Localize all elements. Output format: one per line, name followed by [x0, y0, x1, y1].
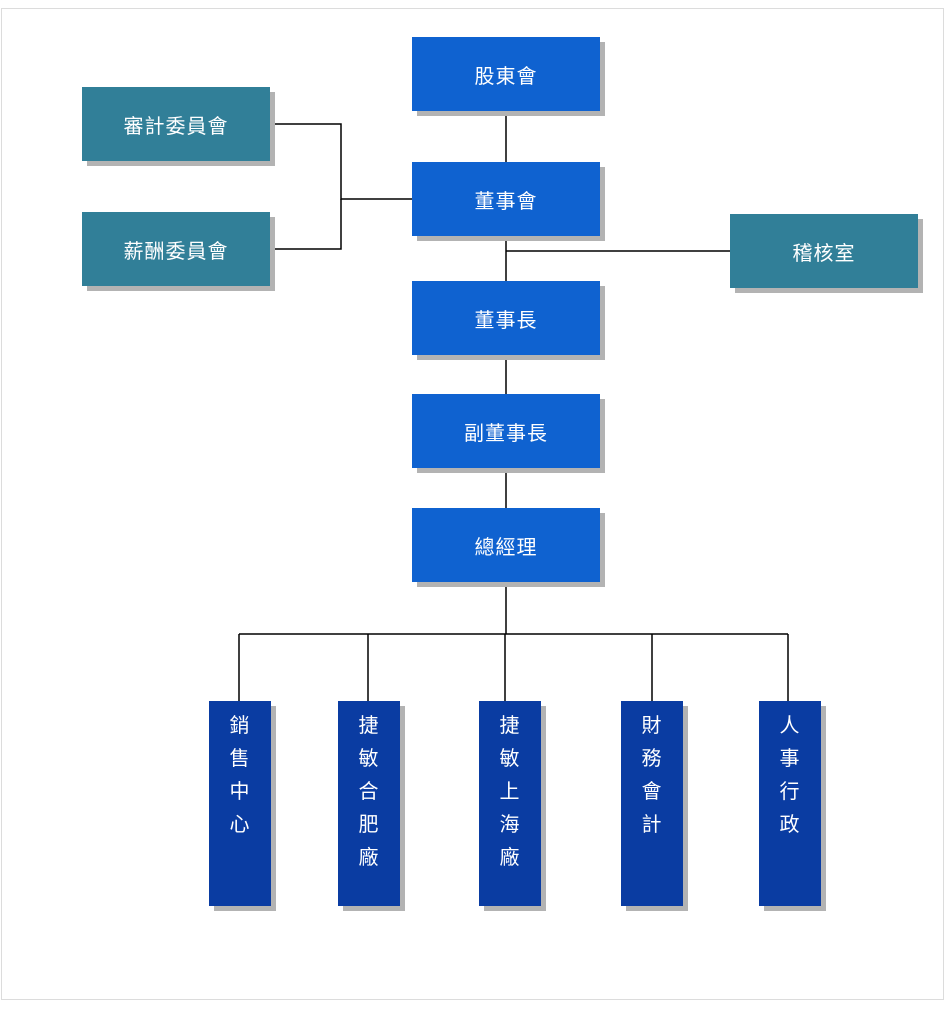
compensation-committee-label: 薪酬委員會	[123, 238, 229, 263]
department-char: 售	[229, 746, 251, 770]
general-manager-box: 總經理	[412, 508, 600, 582]
connector-compensation	[270, 199, 342, 250]
department-sales-center: 銷 售 中 心	[209, 701, 271, 906]
department-char: 敏	[358, 746, 380, 770]
department-char: 財	[641, 713, 663, 737]
department-char: 行	[779, 779, 801, 803]
department-char: 中	[229, 779, 251, 803]
department-char: 捷	[499, 713, 521, 737]
department-char: 肥	[358, 812, 380, 836]
department-char: 海	[499, 812, 521, 836]
department-char: 心	[229, 812, 251, 836]
internal-audit-label: 稽核室	[792, 240, 856, 265]
department-char: 廠	[358, 845, 380, 869]
audit-committee-label: 審計委員會	[123, 113, 229, 138]
department-char: 會	[641, 779, 663, 803]
vice-chairman-label: 副董事長	[464, 420, 548, 445]
audit-committee-box: 審計委員會	[82, 87, 270, 161]
department-char: 計	[641, 812, 663, 836]
chart-frame	[1, 8, 944, 1000]
department-hr-administration: 人 事 行 政	[759, 701, 821, 906]
department-char: 銷	[229, 713, 251, 737]
internal-audit-box: 稽核室	[730, 214, 918, 288]
department-char: 人	[779, 713, 801, 737]
department-char: 務	[641, 746, 663, 770]
department-char: 廠	[499, 845, 521, 869]
department-char: 政	[779, 812, 801, 836]
board-label: 董事會	[474, 188, 538, 213]
shareholders-box: 股東會	[412, 37, 600, 111]
department-char: 上	[499, 779, 521, 803]
department-char: 捷	[358, 713, 380, 737]
board-box: 董事會	[412, 162, 600, 236]
department-hefei-plant: 捷 敏 合 肥 廠	[338, 701, 400, 906]
compensation-committee-box: 薪酬委員會	[82, 212, 270, 286]
department-char: 事	[779, 746, 801, 770]
chairman-label: 董事長	[474, 307, 538, 332]
department-char: 合	[358, 779, 380, 803]
shareholders-label: 股東會	[474, 63, 538, 88]
vice-chairman-box: 副董事長	[412, 394, 600, 468]
department-char: 敏	[499, 746, 521, 770]
department-finance-accounting: 財 務 會 計	[621, 701, 683, 906]
chairman-box: 董事長	[412, 281, 600, 355]
department-shanghai-plant: 捷 敏 上 海 廠	[479, 701, 541, 906]
connector-audit	[270, 123, 412, 200]
general-manager-label: 總經理	[474, 534, 538, 559]
